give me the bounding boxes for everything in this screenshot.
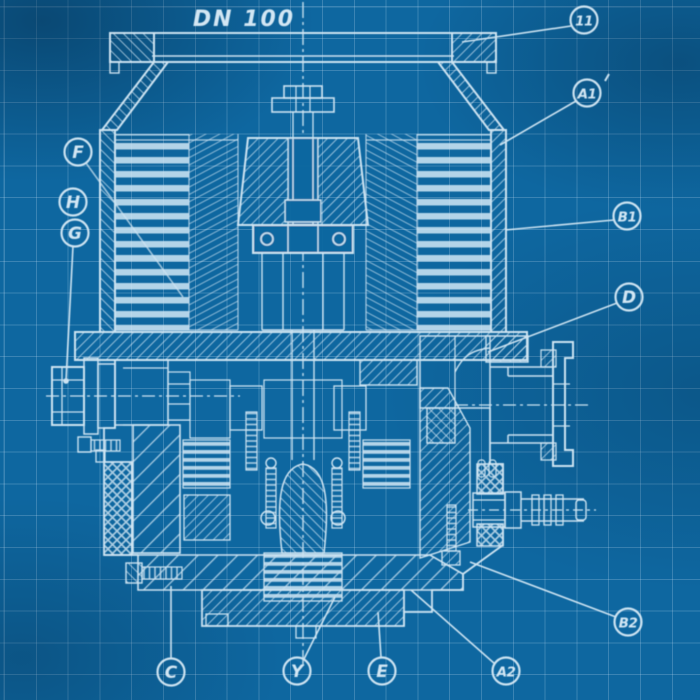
svg-text:D: D xyxy=(622,288,636,308)
callout-H: H xyxy=(58,187,88,217)
lower-bearing-ball-right xyxy=(330,510,346,526)
callout-11: 11 xyxy=(461,5,599,43)
motor-stator-right xyxy=(362,439,411,489)
callout-A2: A2 xyxy=(410,589,521,686)
base-screw-head xyxy=(125,562,143,584)
svg-text:B2: B2 xyxy=(619,616,638,632)
purge-fitting xyxy=(468,491,596,529)
svg-text:C: C xyxy=(165,663,178,683)
svg-text:B1: B1 xyxy=(618,210,637,226)
callout-F: F xyxy=(63,137,184,298)
svg-text:11: 11 xyxy=(575,14,593,30)
left-port-bolt xyxy=(77,436,92,453)
callout-B1: B1 xyxy=(504,201,642,231)
callout-C: C xyxy=(156,586,186,687)
svg-text:F: F xyxy=(72,143,84,163)
base-screw-shaft xyxy=(141,566,183,580)
svg-text:A1: A1 xyxy=(577,87,597,103)
callout-Y: Y xyxy=(282,596,336,686)
lower-housing xyxy=(95,360,504,626)
inlet-size-label: DN 100 xyxy=(193,7,295,32)
left-damper-crosshatch xyxy=(103,461,133,556)
callout-A1: A1 xyxy=(499,73,610,146)
motor-stator-left xyxy=(182,439,231,489)
mid-flange xyxy=(74,331,528,386)
svg-text:H: H xyxy=(66,193,80,213)
callout-D: D xyxy=(487,282,644,353)
upper-bearing-ball-left xyxy=(260,232,274,246)
svg-text:A2: A2 xyxy=(496,665,516,681)
callout-G: G xyxy=(60,218,90,382)
rotor-assembly xyxy=(236,85,370,460)
right-seal-crosshatch-upper xyxy=(476,463,504,495)
upper-bearing-ball-right xyxy=(332,232,346,246)
right-seal-crosshatch-lower xyxy=(476,523,504,547)
base-plate xyxy=(125,554,464,639)
svg-text:G: G xyxy=(68,224,82,244)
lower-bearing-ball-left xyxy=(260,510,276,526)
svg-text:E: E xyxy=(376,662,388,682)
blade-stacks xyxy=(115,134,491,331)
callout-E: E xyxy=(367,611,397,686)
svg-text:Y: Y xyxy=(291,662,305,682)
rotor-bell xyxy=(278,463,328,554)
callouts: 11 A1 B1 D B2 xyxy=(58,5,644,687)
callout-B2: B2 xyxy=(469,561,643,637)
left-port xyxy=(46,357,240,453)
